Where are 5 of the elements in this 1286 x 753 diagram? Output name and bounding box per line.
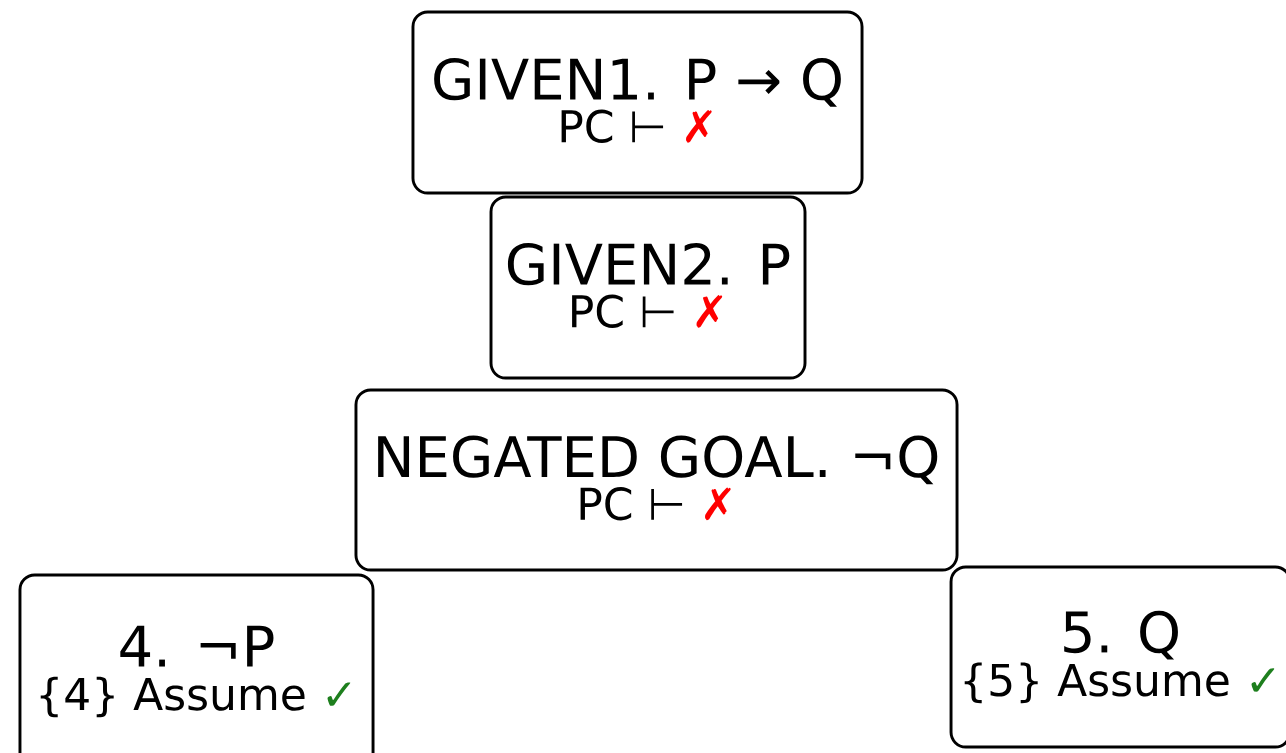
- proof-step-box: GIVEN2. P PC ⊢ ✗: [489, 195, 807, 380]
- proof-step-box: NEGATED GOAL. ¬Q PC ⊢ ✗: [354, 388, 959, 572]
- proof-step-box: GIVEN1. P → Q PC ⊢ ✗: [411, 10, 864, 195]
- proof-step-box: 4. ¬P {4} Assume ✓: [18, 573, 375, 753]
- proof-step-box: 5. Q {5} Assume ✓: [949, 565, 1286, 749]
